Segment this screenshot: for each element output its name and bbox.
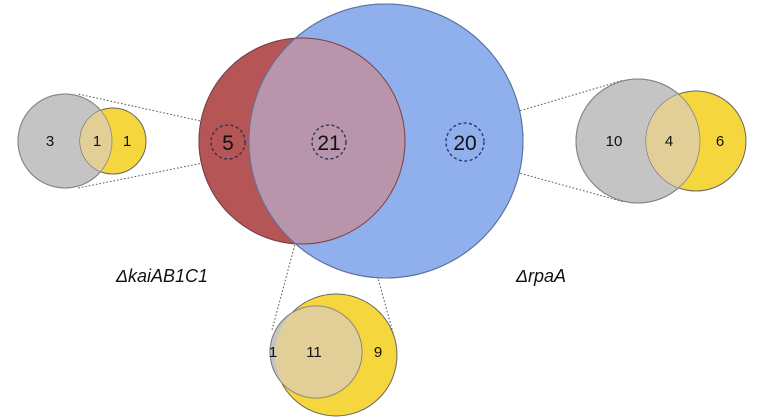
- main-venn: 5 21 20: [198, 3, 524, 279]
- set-a-label: ΔkaiAB1C1: [115, 266, 208, 286]
- inset-only-a-left: 3: [46, 133, 54, 150]
- inset-only-b-gray-outline: [575, 78, 701, 204]
- connector-only-b-bottom: [464, 157, 625, 203]
- set-b-label: ΔrpaA: [515, 266, 566, 286]
- both-marker: [311, 124, 347, 160]
- only-a-count: 5: [222, 132, 234, 155]
- inset-both-overlap: [275, 306, 362, 398]
- inset-both-gray-outline: [269, 305, 363, 399]
- inset-only-b-right: 6: [716, 133, 724, 150]
- set-b-outline: [248, 3, 524, 279]
- inset-only-a: 3 1 1: [17, 93, 147, 189]
- inset-only-a-right: 1: [123, 133, 131, 150]
- inset-both: 1 11 9: [269, 293, 398, 417]
- inset-only-a-gray-outline: [17, 93, 113, 189]
- connector-only-b-top: [464, 79, 625, 128]
- inset-both-right: 9: [374, 344, 382, 361]
- inset-only-a-overlap: [80, 108, 112, 174]
- inset-both-left: 1: [269, 344, 277, 361]
- only-b-count: 20: [453, 132, 476, 155]
- overlap-region: [249, 38, 405, 244]
- inset-only-b: 10 4 6: [575, 78, 747, 204]
- only-b-marker: [445, 122, 485, 162]
- set-a-outline: [198, 37, 406, 245]
- only-a-marker: [210, 124, 246, 160]
- inset-only-b-overlap: [646, 91, 700, 191]
- inset-only-b-left: 10: [606, 133, 623, 150]
- inset-only-b-center: 4: [665, 133, 673, 150]
- inset-only-a-center: 1: [93, 133, 101, 150]
- both-count: 21: [317, 132, 340, 155]
- inset-both-center: 11: [306, 344, 322, 361]
